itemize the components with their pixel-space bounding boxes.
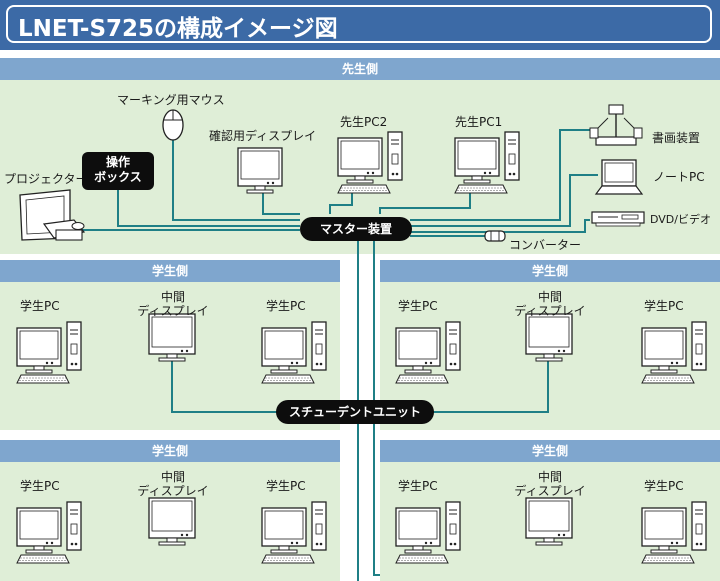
middle-display-label: 中間 ディスプレイ [118,290,228,318]
operation-box: 操作 ボックス [82,152,154,190]
mouse-label: マーキング用マウス [117,93,225,107]
student-pc-icon [262,502,326,563]
student-panel-header: 学生側 [0,260,340,282]
operation-box-line2: ボックス [94,170,142,184]
student-panel-header: 学生側 [0,440,340,462]
student-unit: スチューデントユニット [276,400,434,424]
projector-label: プロジェクター [4,172,88,186]
middle-display-label: 中間 ディスプレイ [495,470,605,498]
student-pc-icon [262,322,326,383]
page-title: LNET-S725の構成イメージ図 [18,16,338,42]
middle-display-label-line1: 中間 [160,290,185,304]
document-camera-label: 書画装置 [652,131,701,145]
student-panel-header: 学生側 [380,440,720,462]
middle-display-label-line2: ディスプレイ [137,304,209,318]
master-unit: マスター装置 [300,217,412,241]
middle-display-label-line2: ディスプレイ [514,304,586,318]
middle-display-label-line2: ディスプレイ [137,484,209,498]
middle-display-label-line2: ディスプレイ [514,484,586,498]
student-pc-label: 学生PC [644,299,684,313]
student-pc-icon [396,502,460,563]
middle-display-label-line1: 中間 [537,470,562,484]
middle-display-label-line1: 中間 [160,470,185,484]
middle-display-icon [525,313,573,362]
converter-label: コンバーター [509,238,582,252]
student-pc-icon [642,502,706,563]
student-pc-label: 学生PC [398,479,438,493]
middle-display-icon [525,497,573,546]
teacher-pc2-icon [338,132,402,193]
student-pc-label: 学生PC [398,299,438,313]
dvd-video-icon [591,211,645,227]
middle-display-label: 中間 ディスプレイ [495,290,605,318]
projector-icon [19,189,86,241]
student-pc-label: 学生PC [644,479,684,493]
student-pc-label: 学生PC [266,479,306,493]
teacher-panel-header: 先生側 [0,58,720,80]
student-pc-label: 学生PC [266,299,306,313]
operation-box-line1: 操作 [105,155,130,169]
student-pc-icon [396,322,460,383]
student-panel-header: 学生側 [380,260,720,282]
middle-display-icon [148,313,196,362]
student-pc-icon [642,322,706,383]
document-camera-icon [589,104,643,146]
dvd-label: DVD/ビデオ [650,213,711,226]
title-bar: LNET-S725の構成イメージ図 [0,0,720,50]
notebook-pc-icon [594,159,644,195]
title-frame [6,5,712,43]
teacher-pc2-label: 先生PC2 [340,115,388,129]
middle-display-label-line1: 中間 [537,290,562,304]
student-pc-icon [17,322,81,383]
notebook-label: ノートPC [653,170,705,184]
marking-mouse-icon [162,109,184,141]
teacher-pc1-label: 先生PC1 [455,115,503,129]
student-pc-label: 学生PC [20,479,60,493]
student-pc-label: 学生PC [20,299,60,313]
student-pc-icon [17,502,81,563]
confirm-display-label: 確認用ディスプレイ [209,129,317,143]
middle-display-label: 中間 ディスプレイ [118,470,228,498]
teacher-pc1-icon [455,132,519,193]
middle-display-icon [148,497,196,546]
converter-icon [484,230,506,242]
confirm-display-icon [237,147,283,194]
